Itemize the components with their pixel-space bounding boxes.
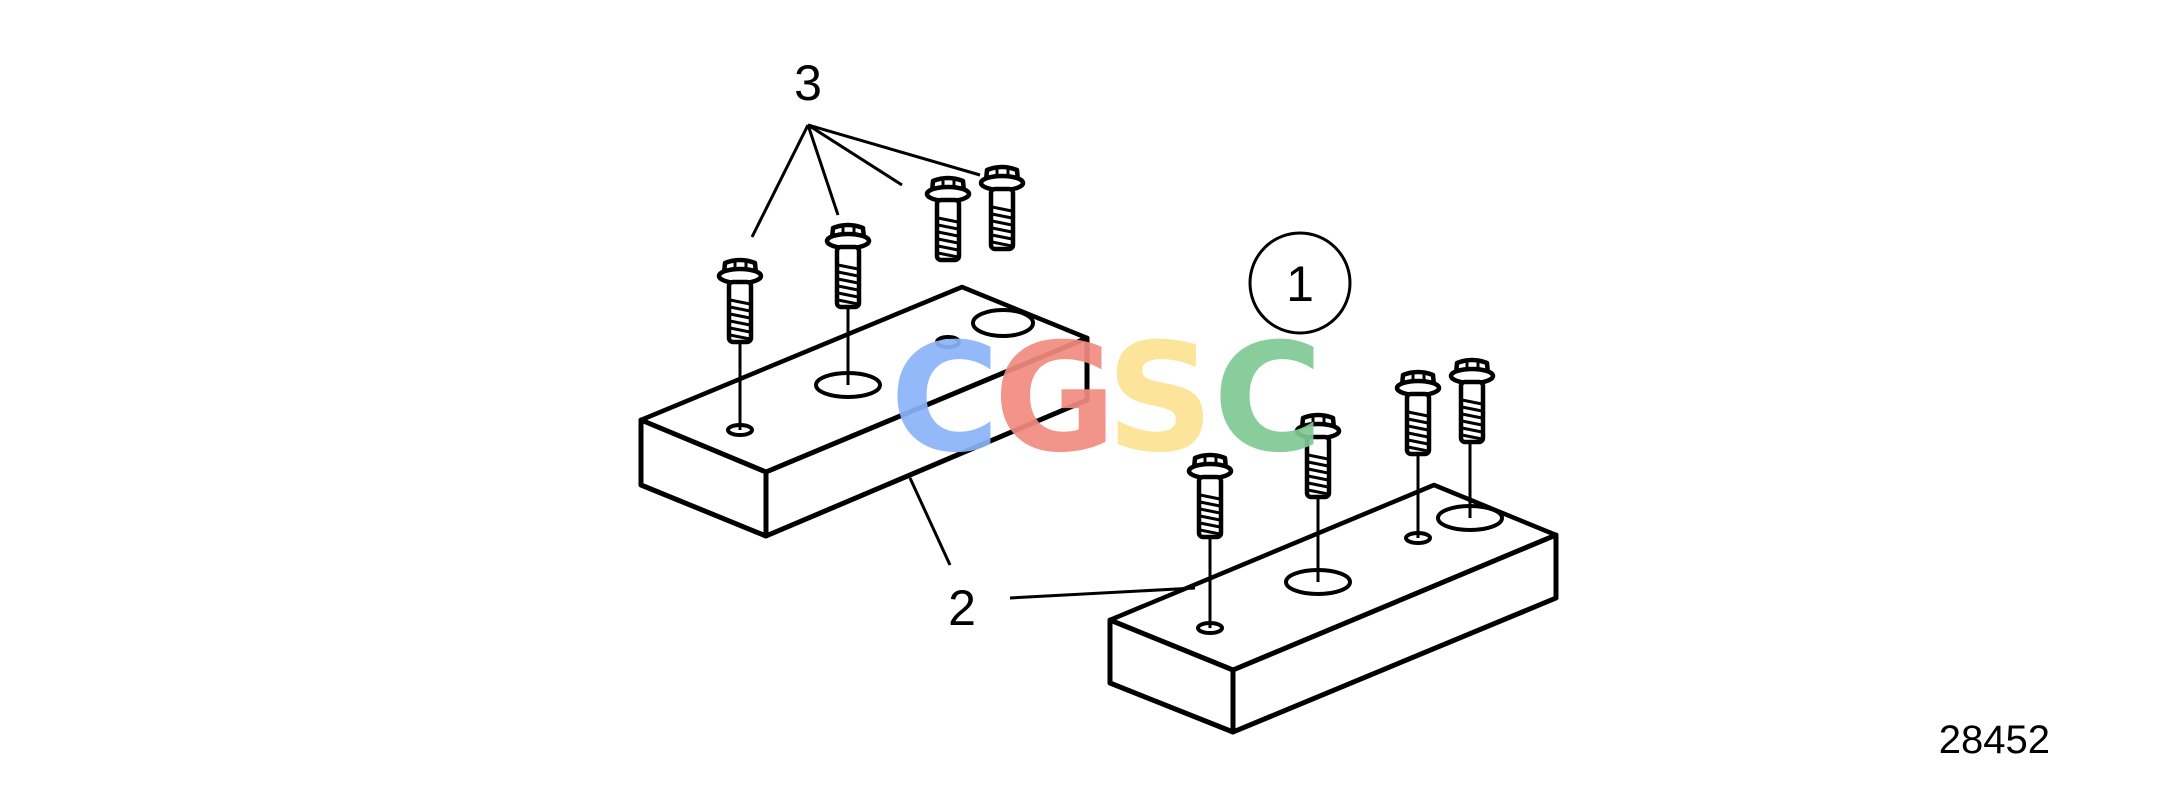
- bolt: [1397, 372, 1439, 454]
- watermark-letter-c2: C: [1213, 312, 1323, 486]
- watermark-letter-c1: C: [890, 312, 1000, 486]
- bolt: [1451, 360, 1493, 442]
- watermark-letter-s: S: [1106, 312, 1214, 486]
- spacer-block-right: [1107, 482, 1559, 735]
- view-number-circle: [1248, 231, 1352, 335]
- figure-number: 28452: [1939, 718, 2050, 762]
- large-hole: [971, 308, 1035, 338]
- insertion-lines: [738, 305, 1472, 628]
- watermark-letter-g: G: [993, 312, 1116, 486]
- callout-bolt: 3: [794, 55, 822, 111]
- callout-view-number: 1: [1286, 256, 1314, 312]
- bolt: [981, 167, 1023, 249]
- spacer-block-left: [638, 284, 1090, 539]
- bolt: [719, 260, 761, 342]
- watermark-logo: C G S C: [890, 312, 1323, 486]
- bolt: [827, 225, 869, 307]
- small-hole: [935, 335, 961, 349]
- leader-lines: [750, 123, 1196, 600]
- bolt: [927, 178, 969, 260]
- callout-spacer: 2: [948, 580, 976, 636]
